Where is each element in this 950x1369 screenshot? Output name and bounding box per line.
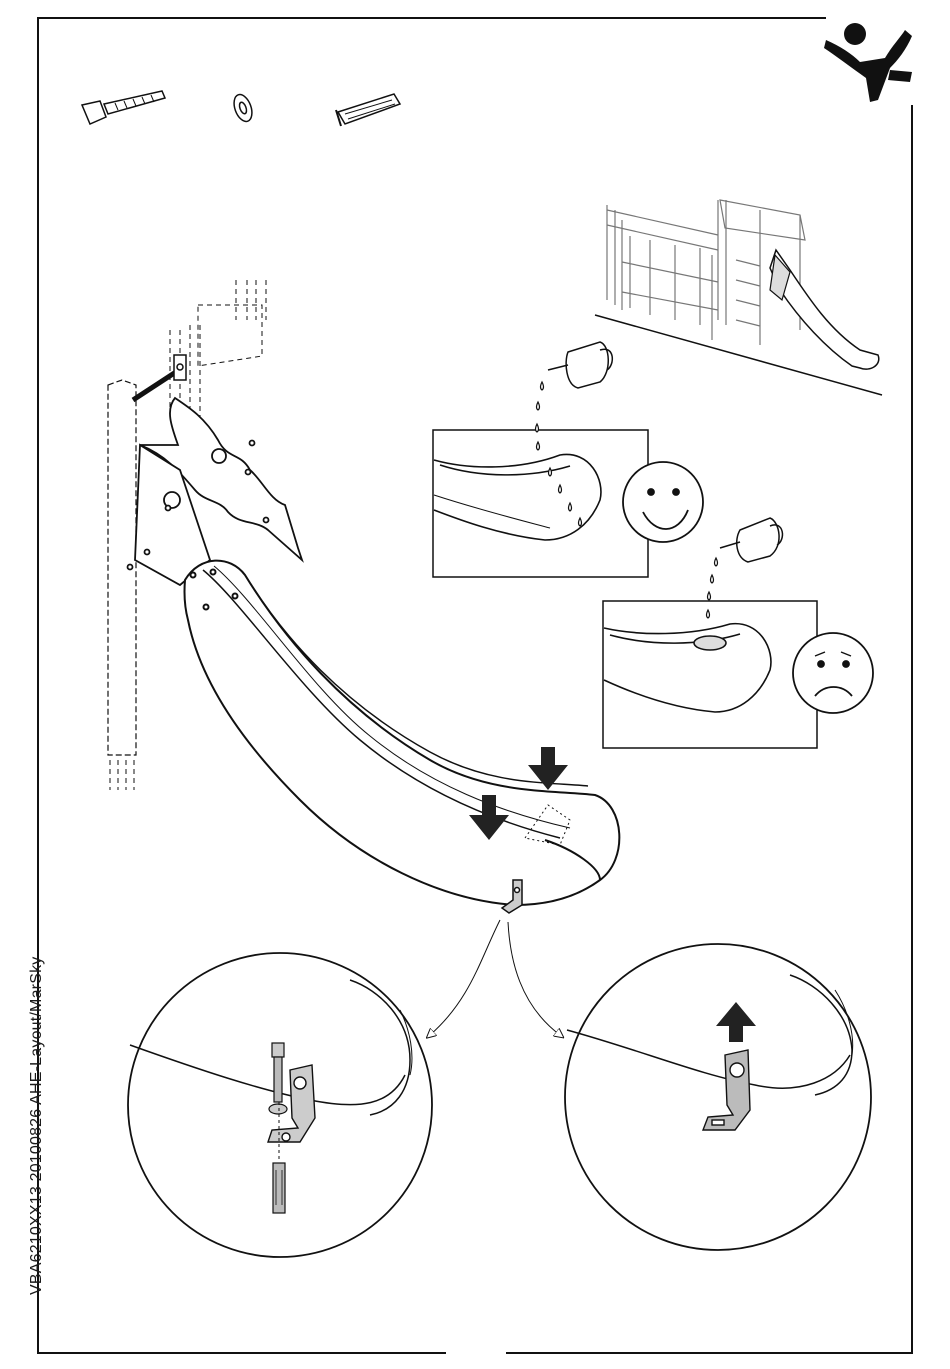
wall-anchor-icon	[336, 94, 400, 126]
detail-circle-anchor-install	[128, 953, 432, 1257]
watering-can-icon	[720, 518, 782, 562]
detail-callout-arrows	[430, 920, 560, 1035]
play-structure-overview	[595, 200, 882, 395]
jumping-figure-logo	[824, 23, 912, 102]
rod-bracket	[174, 355, 186, 380]
slide-side-wall	[128, 398, 303, 585]
wall-anchor-icon	[273, 1163, 285, 1213]
washer-icon	[231, 92, 256, 124]
water-test-good-panel	[433, 342, 703, 577]
detail-circle-bracket-lift	[565, 944, 871, 1250]
document-code: VBA6210XX13 20100826 AHE-Layout/MarSky	[28, 957, 46, 1295]
sad-face-icon	[793, 633, 873, 713]
washer-icon	[269, 1104, 287, 1114]
smiling-face-icon	[623, 462, 703, 542]
slide-body	[184, 561, 619, 905]
watering-can-icon	[548, 342, 612, 388]
lag-screw-icon	[272, 1043, 284, 1102]
lag-screw-icon	[82, 91, 165, 124]
